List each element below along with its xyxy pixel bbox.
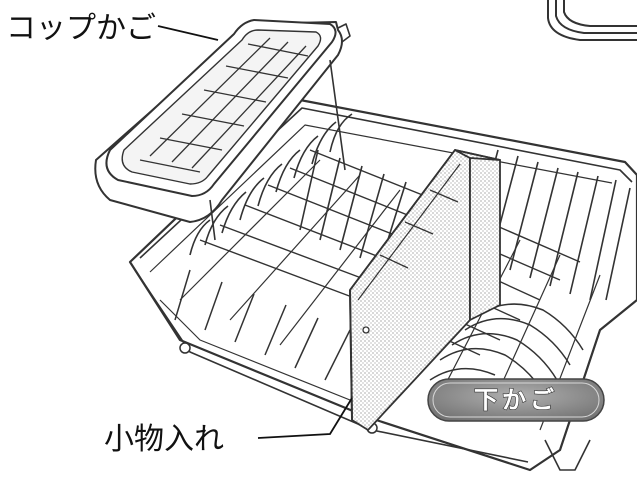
small-items-label: 小物入れ bbox=[104, 422, 224, 457]
cup-basket-leader bbox=[157, 25, 219, 41]
leader-lines bbox=[157, 25, 353, 439]
lower-basket-badge: 下かご bbox=[427, 378, 605, 422]
small-items-leader bbox=[257, 397, 353, 439]
cup-basket-illustration bbox=[94, 19, 351, 241]
cutlery-basket-illustration bbox=[349, 149, 501, 431]
lower-basket-label: 下かご bbox=[474, 386, 558, 414]
cup-basket-label: コップかご bbox=[6, 11, 156, 46]
upper-rack-fragment bbox=[547, 0, 637, 41]
